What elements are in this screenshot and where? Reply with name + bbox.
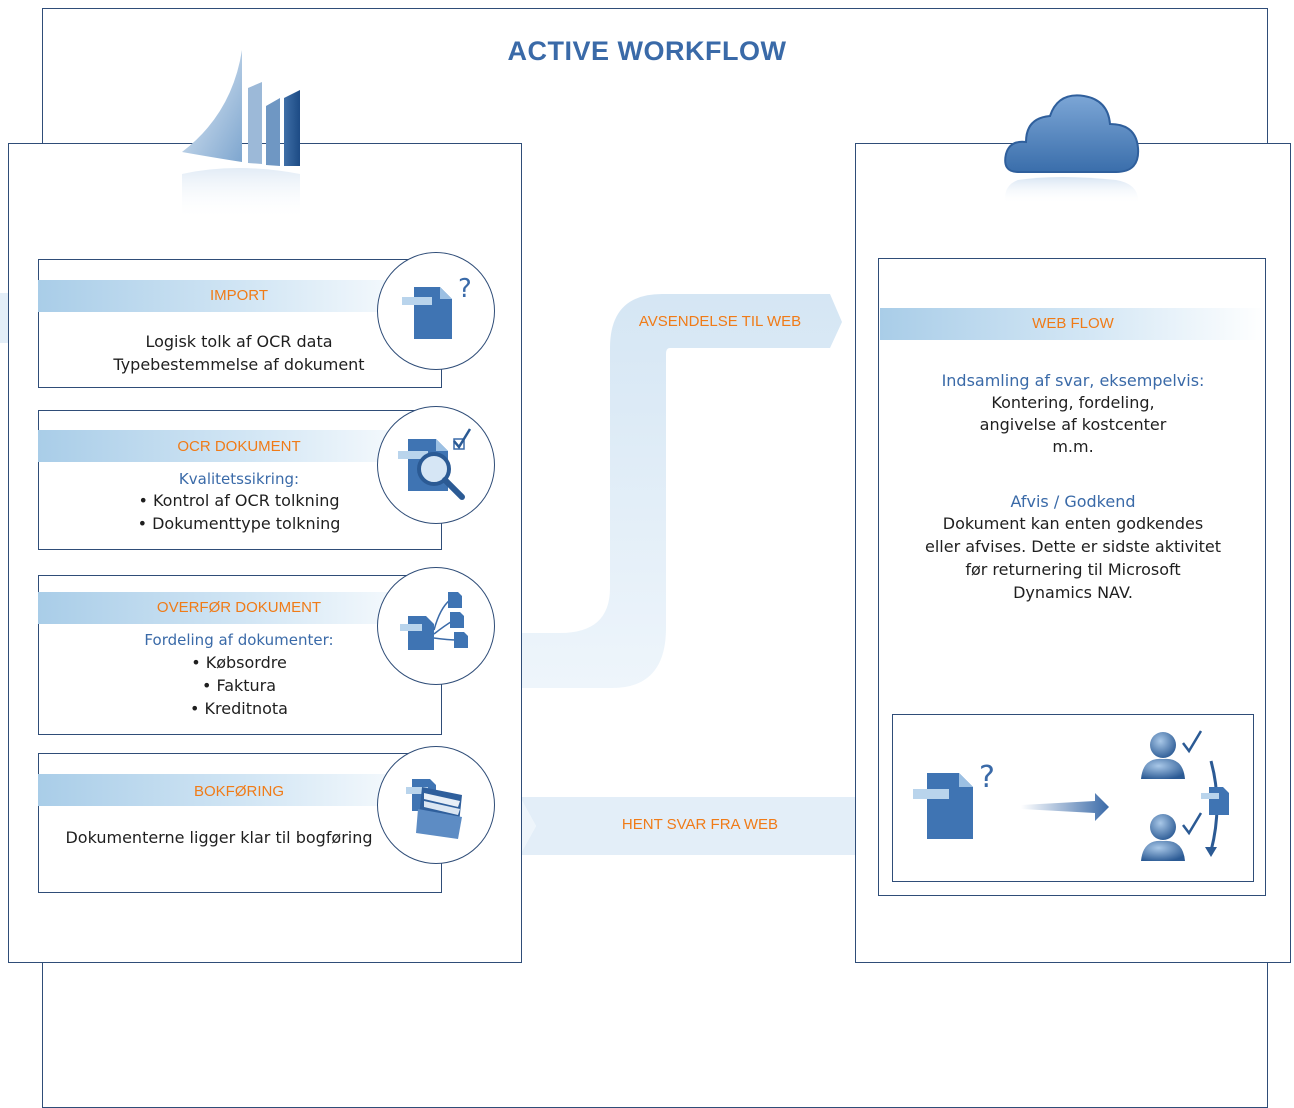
card-transfer-band xyxy=(38,592,440,624)
folder-documents-icon xyxy=(406,779,462,839)
card-posting-label: BOKFØRING xyxy=(193,783,284,800)
fetch-from-web-label: HENT SVAR FRA WEB xyxy=(621,816,779,833)
approve-line-4: Dynamics NAV. xyxy=(1013,583,1133,602)
card-import-line-2: Typebestemmelse af dokument xyxy=(113,355,365,374)
card-ocr-line-1: • Kontrol af OCR tolkning xyxy=(138,491,340,510)
approve-line-1: Dokument kan enten godkendes xyxy=(942,514,1204,533)
document-question-icon: ? xyxy=(402,274,472,339)
cloud-icon xyxy=(1004,94,1140,204)
web-flow-band xyxy=(880,308,1266,340)
card-ocr-band xyxy=(38,430,440,462)
card-transfer-line-1: • Købsordre xyxy=(191,653,287,672)
collect-line-3: m.m. xyxy=(1052,437,1094,456)
document-distribute-icon xyxy=(400,592,468,650)
card-ocr-subtitle: Kvalitetssikring: xyxy=(178,470,300,488)
ocr-icon-circle xyxy=(377,406,495,524)
import-icon-circle: ? xyxy=(377,252,495,370)
send-to-web-label: AVSENDELSE TIL WEB xyxy=(638,313,802,330)
svg-text:?: ? xyxy=(979,760,995,795)
card-import-line-1: Logisk tolk af OCR data xyxy=(145,332,333,351)
card-posting-line-1: Dokumenterne ligger klar til bogføring xyxy=(65,828,373,847)
approve-line-3: før returnering til Microsoft xyxy=(965,560,1181,579)
transfer-icon-circle xyxy=(377,567,495,685)
card-import-band xyxy=(38,280,440,312)
card-transfer-line-3: • Kreditnota xyxy=(190,699,288,718)
approve-title: Afvis / Godkend xyxy=(1010,492,1136,511)
posting-icon-circle xyxy=(377,746,495,864)
approval-flow-icon: ? xyxy=(913,730,1229,861)
diagram-title: ACTIVE WORKFLOW xyxy=(507,36,787,66)
collect-line-1: Kontering, fordeling, xyxy=(991,393,1155,412)
send-to-web-arrow xyxy=(440,294,842,688)
card-import-label: IMPORT xyxy=(209,287,269,304)
collect-title: Indsamling af svar, eksempelvis: xyxy=(941,371,1205,390)
svg-text:?: ? xyxy=(458,274,472,304)
document-magnifier-icon xyxy=(398,428,472,500)
card-transfer-line-2: • Faktura xyxy=(201,676,277,695)
web-flow-label: WEB FLOW xyxy=(1032,315,1114,332)
card-ocr-line-2: • Dokumenttype tolkning xyxy=(137,514,341,533)
card-ocr-label: OCR DOKUMENT xyxy=(177,438,301,455)
card-posting-band xyxy=(38,774,440,806)
card-transfer-subtitle: Fordeling af dokumenter: xyxy=(144,631,334,649)
dynamics-logo-icon xyxy=(182,50,300,220)
collect-line-2: angivelse af kostcenter xyxy=(979,415,1167,434)
approve-line-2: eller afvises. Dette er sidste aktivitet xyxy=(925,537,1221,556)
card-transfer-label: OVERFØR DOKUMENT xyxy=(156,599,322,616)
